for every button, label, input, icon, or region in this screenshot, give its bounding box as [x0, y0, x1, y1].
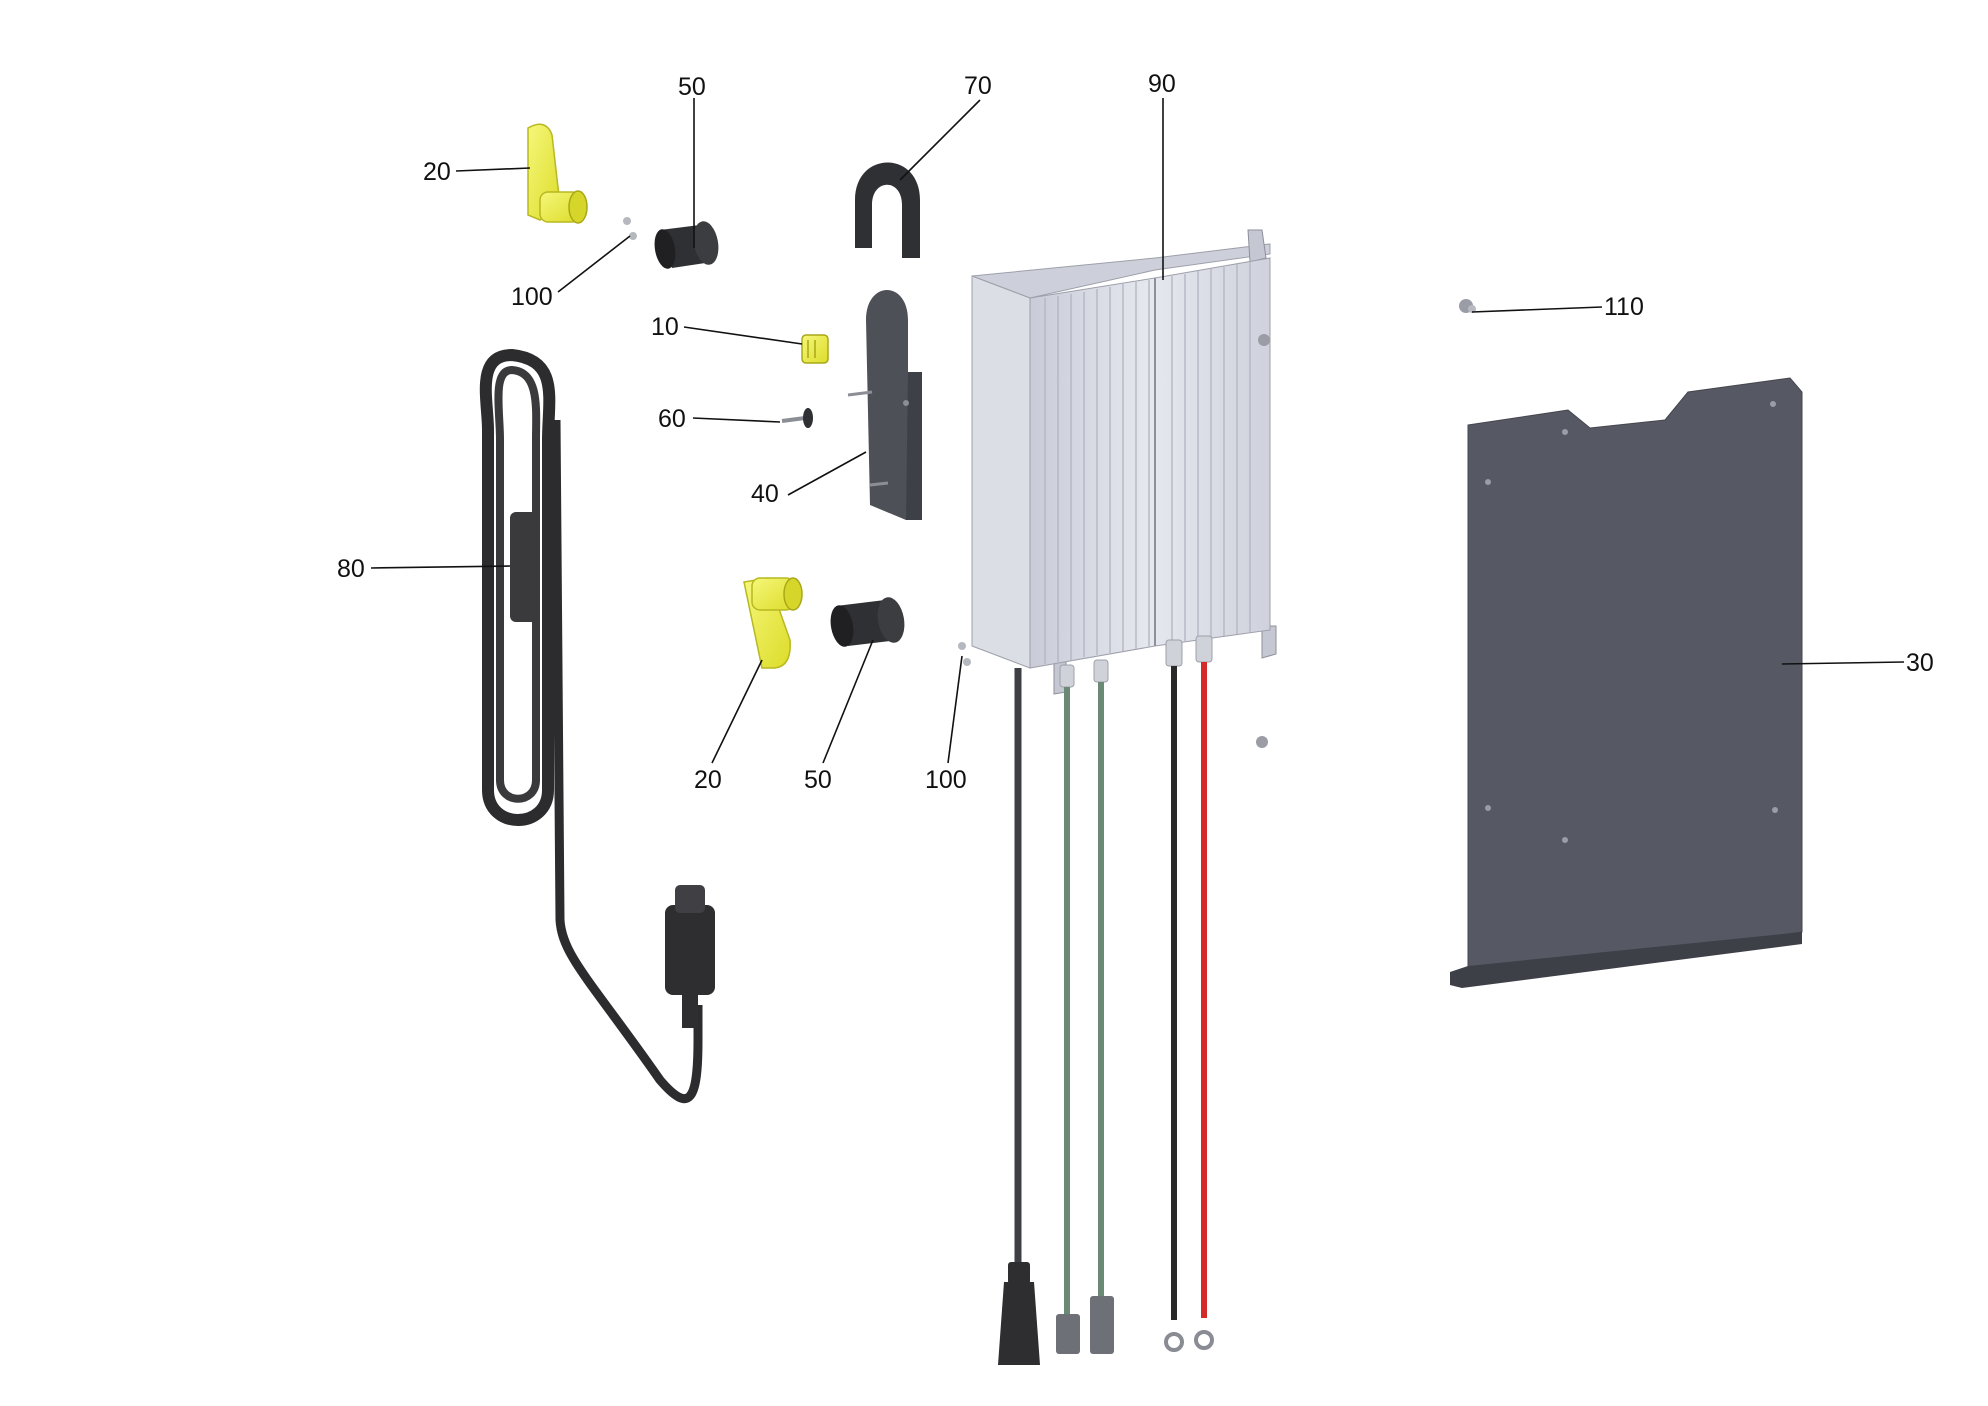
leader-100b: [947, 655, 963, 764]
callout-10: 10: [651, 313, 679, 341]
callout-20-upper: 20: [423, 158, 451, 186]
leader-110: [1471, 306, 1603, 313]
part-50-cylinder-lower: [830, 597, 905, 647]
part-80-mains-cable: [479, 348, 715, 1103]
leader-100a: [557, 235, 631, 293]
plug-body: [665, 885, 715, 1028]
callout-110: 110: [1604, 293, 1644, 321]
callout-labels: 20 50 70 90 100 10 110 60 40 80 20 50 10…: [337, 70, 1934, 794]
leader-20a: [455, 167, 531, 172]
leader-10: [683, 326, 803, 345]
leader-30: [1781, 661, 1905, 665]
housing-fins: [1044, 262, 1251, 664]
plate-holes: [1485, 401, 1778, 843]
leader-lines: [370, 98, 1905, 764]
part-110-screw: [1459, 299, 1476, 313]
part-100-screws-upper: [623, 217, 637, 240]
callout-100-lower: 100: [925, 766, 967, 794]
part-10-clip: [801, 334, 829, 364]
callout-100-upper: 100: [511, 283, 553, 311]
callout-60: 60: [658, 405, 686, 433]
part-60-pin: [781, 408, 813, 428]
callout-20-lower: 20: [694, 766, 722, 794]
leader-40: [787, 451, 867, 496]
leader-80: [370, 565, 511, 569]
callout-70: 70: [964, 72, 992, 100]
callout-80: 80: [337, 555, 365, 583]
callout-90: 90: [1148, 70, 1176, 98]
part-70-u-bracket: [855, 162, 920, 258]
part-20-lever-lower: [743, 577, 803, 669]
cable-connectors: [998, 1262, 1214, 1365]
part-90-charger-unit: [971, 229, 1277, 1365]
leader-20b: [711, 659, 763, 764]
part-20-lever-upper: [527, 123, 588, 224]
callout-30: 30: [1906, 649, 1934, 677]
leader-60: [692, 417, 781, 423]
callout-40: 40: [751, 480, 779, 508]
leader-50b: [822, 639, 874, 764]
leader-70: [899, 99, 981, 181]
part-30-base-plate: [1450, 377, 1803, 988]
part-40-mount-plate: [847, 290, 922, 520]
callout-50-lower: 50: [804, 766, 832, 794]
part-50-cylinder-upper: [654, 221, 719, 269]
part-100-screws-lower: [958, 642, 971, 666]
callout-50-upper: 50: [678, 73, 706, 101]
